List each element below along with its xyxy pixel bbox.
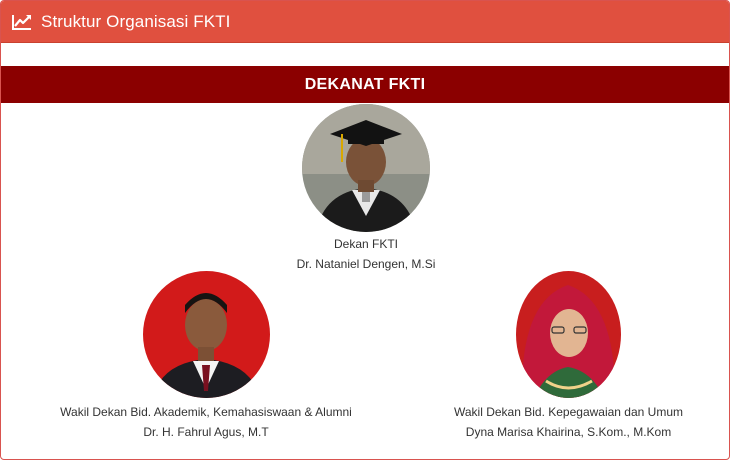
person-dean: Dekan FKTI Dr. Nataniel Dengen, M.Si	[216, 104, 516, 274]
panel-title: Struktur Organisasi FKTI	[41, 11, 231, 31]
avatar-vice-dean-staffing	[516, 271, 621, 398]
vice-dean-staffing-role: Wakil Dekan Bid. Kepegawaian dan Umum	[453, 405, 683, 419]
vice-dean-academic-role: Wakil Dekan Bid. Akademik, Kemahasiswaan…	[60, 405, 352, 419]
section-header: DEKANAT FKTI	[1, 66, 729, 103]
avatar-dean	[302, 104, 430, 232]
person-vice-dean-staffing: Wakil Dekan Bid. Kepegawaian dan Umum Dy…	[401, 271, 729, 442]
avatar-vice-dean-academic	[142, 271, 270, 398]
line-chart-icon	[11, 13, 33, 31]
vice-dean-staffing-name: Dyna Marisa Khairina, S.Kom., M.Kom	[465, 425, 672, 439]
dean-role: Dekan FKTI	[333, 237, 399, 251]
vice-dean-academic-name: Dr. H. Fahrul Agus, M.T	[143, 425, 269, 439]
dean-name: Dr. Nataniel Dengen, M.Si	[296, 257, 436, 271]
person-vice-dean-academic: Wakil Dekan Bid. Akademik, Kemahasiswaan…	[21, 271, 391, 442]
panel-heading: Struktur Organisasi FKTI	[1, 1, 729, 43]
section-title: DEKANAT FKTI	[304, 75, 426, 93]
